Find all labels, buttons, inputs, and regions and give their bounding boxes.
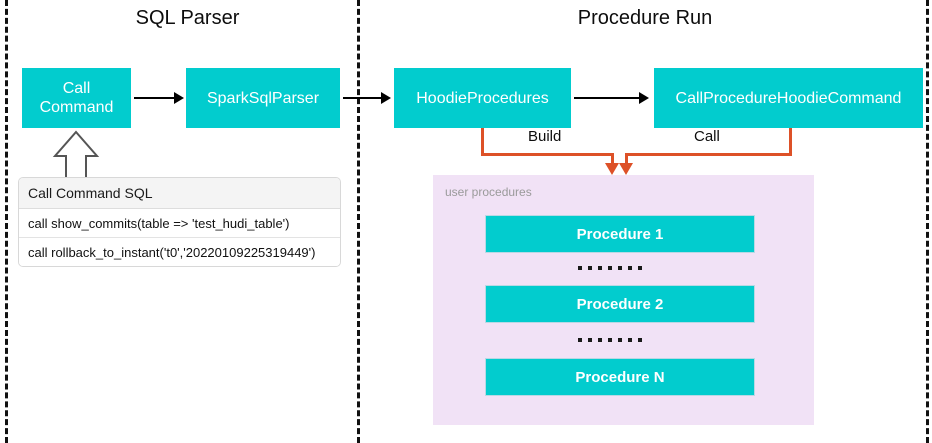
- call-connector-horizontal: [625, 153, 792, 156]
- build-connector-vertical-start: [481, 128, 484, 156]
- edge-label-call: Call: [689, 128, 725, 146]
- node-spark-sql-parser[interactable]: SparkSqlParser: [186, 68, 340, 128]
- node-call-procedure-hoodie-command[interactable]: CallProcedureHoodieCommand: [654, 68, 923, 128]
- procedure-item-2-label: Procedure 2: [576, 295, 664, 313]
- edge-label-build: Build: [523, 128, 567, 146]
- call-connector-vertical-end: [625, 153, 628, 167]
- sql-table-header: Call Command SQL: [19, 178, 340, 209]
- arrow-sparksqlparser-to-hoodieprocedures-line: [343, 97, 382, 99]
- node-hoodie-procedures-label: HoodieProcedures: [416, 89, 549, 107]
- call-connector-arrowhead: [619, 163, 633, 175]
- section-title-sql-parser: SQL Parser: [135, 7, 240, 29]
- arrow-callcommand-to-sparksqlparser-line: [134, 97, 174, 99]
- section-title-procedure-run: Procedure Run: [577, 7, 713, 29]
- arrow-hoodieprocedures-to-callprocedure-head: [639, 92, 649, 104]
- node-spark-sql-parser-label: SparkSqlParser: [206, 89, 320, 107]
- procedure-item-2[interactable]: Procedure 2: [485, 285, 755, 323]
- swimlane-divider-right: [926, 0, 929, 443]
- procedure-item-1-label: Procedure 1: [576, 225, 664, 243]
- arrow-callcommand-to-sparksqlparser-head: [174, 92, 184, 104]
- build-connector-vertical-end: [611, 153, 614, 167]
- node-call-command-label-line2: Command: [39, 99, 114, 116]
- sql-table-row-1: call show_commits(table => 'test_hudi_ta…: [19, 209, 340, 238]
- arrow-sparksqlparser-to-hoodieprocedures-head: [381, 92, 391, 104]
- call-connector-vertical-start: [789, 128, 792, 156]
- build-connector-arrowhead: [605, 163, 619, 175]
- procedure-item-3-label: Procedure N: [575, 368, 665, 386]
- up-arrow-icon: [52, 130, 100, 180]
- build-connector-horizontal: [481, 153, 614, 156]
- node-call-command[interactable]: Call Command: [22, 68, 131, 128]
- arrow-hoodieprocedures-to-callprocedure-line: [574, 97, 640, 99]
- ellipsis-2: [578, 338, 642, 342]
- sql-table-row-2: call rollback_to_instant('t0','202201092…: [19, 238, 340, 266]
- ellipsis-1: [578, 266, 642, 270]
- call-command-sql-table: Call Command SQL call show_commits(table…: [18, 177, 341, 267]
- node-call-procedure-hoodie-command-label: CallProcedureHoodieCommand: [675, 89, 902, 107]
- user-procedures-panel-label: user procedures: [445, 185, 532, 199]
- node-hoodie-procedures[interactable]: HoodieProcedures: [394, 68, 571, 128]
- procedure-item-1[interactable]: Procedure 1: [485, 215, 755, 253]
- node-call-command-label-line1: Call: [62, 80, 91, 97]
- swimlane-divider-left: [5, 0, 8, 443]
- swimlane-divider-middle: [357, 0, 360, 443]
- procedure-item-3[interactable]: Procedure N: [485, 358, 755, 396]
